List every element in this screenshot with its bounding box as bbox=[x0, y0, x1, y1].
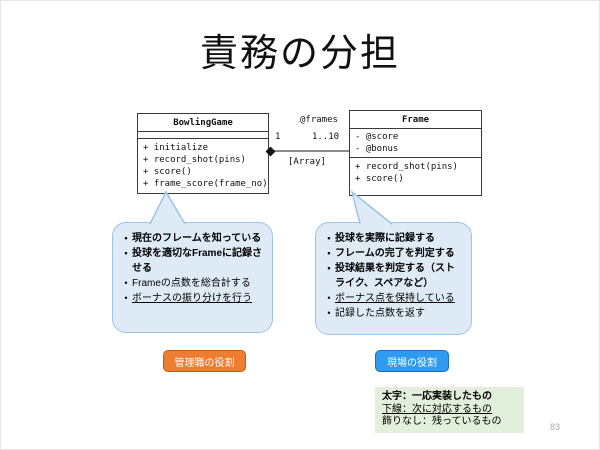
bullet-icon: • bbox=[327, 293, 331, 303]
association-role-label: @frames bbox=[300, 115, 338, 125]
bullet-icon: • bbox=[124, 248, 128, 258]
responsibility-item: • ボーナス点を保持している bbox=[323, 291, 463, 306]
class-methods: + initialize + record_shot(pins) + score()… bbox=[138, 139, 268, 193]
page-title: 責務の分担 bbox=[199, 33, 400, 75]
bullet-icon: • bbox=[327, 233, 331, 243]
class-name: BowlingGame bbox=[138, 114, 268, 132]
bullet-icon: • bbox=[124, 233, 128, 243]
responsibility-item: • フレームの完了を判定する bbox=[323, 246, 463, 261]
manager-role-label: 管理職の役割 bbox=[163, 350, 246, 372]
field-role-label: 現場の役割 bbox=[375, 350, 449, 372]
uml-class-bowlinggame: BowlingGame + initialize + record_shot(pi… bbox=[137, 113, 269, 194]
bullet-icon: • bbox=[124, 293, 128, 303]
uml-class-frame: Frame - @score - @bonus + record_shot(pin… bbox=[349, 110, 482, 196]
responsibility-item: • 投球結果を判定する（ストライク、スペアなど） bbox=[323, 261, 463, 291]
association-multiplicity-right: 1..10 bbox=[312, 132, 340, 142]
class-attributes bbox=[138, 132, 268, 139]
responsibility-item: • ボーナスの振り分けを行う bbox=[120, 291, 264, 306]
uml-method: + record_shot(pins) bbox=[355, 162, 458, 172]
uml-method: + initialize bbox=[143, 143, 209, 153]
responsibility-item: • 投球を実際に記録する bbox=[323, 231, 463, 246]
uml-attribute: - @score bbox=[355, 132, 399, 142]
callout-frame-responsibilities: • 投球を実際に記録する • フレームの完了を判定する • 投球結果を判定する（… bbox=[315, 222, 472, 335]
uml-method: + score() bbox=[355, 174, 404, 184]
responsibility-item: • 現在のフレームを知っている bbox=[120, 231, 264, 246]
page-number: 83 bbox=[550, 422, 561, 432]
uml-attribute: - @bonus bbox=[355, 144, 399, 154]
uml-method: + score() bbox=[143, 167, 192, 177]
bullet-icon: • bbox=[327, 248, 331, 258]
association-multiplicity-left: 1 bbox=[275, 132, 281, 142]
responsibility-item: • Frameの点数を総合計する bbox=[120, 276, 264, 291]
legend-line: 太字：一応実装したもの bbox=[382, 391, 492, 402]
legend-box: 太字：一応実装したもの 下線：次に対応するもの 飾りなし：残っているもの bbox=[375, 387, 524, 433]
uml-method: + frame_score(frame_no) bbox=[143, 179, 268, 189]
bullet-icon: • bbox=[327, 263, 331, 273]
association-line bbox=[271, 150, 349, 152]
legend-line: 飾りなし：残っているもの bbox=[382, 416, 502, 427]
callout-tail-left bbox=[149, 190, 186, 225]
class-name: Frame bbox=[350, 111, 481, 129]
association-note: [Array] bbox=[288, 157, 326, 167]
bullet-icon: • bbox=[124, 278, 128, 288]
class-attributes: - @score - @bonus bbox=[350, 129, 481, 158]
legend-line: 下線：次に対応するもの bbox=[382, 403, 492, 415]
bullet-icon: • bbox=[327, 308, 331, 318]
callout-bowlinggame-responsibilities: • 現在のフレームを知っている • 投球を適切なFrameに記録させる • Fr… bbox=[112, 222, 273, 333]
responsibility-item: • 記録した点数を返す bbox=[323, 306, 463, 321]
uml-method: + record_shot(pins) bbox=[143, 155, 246, 165]
responsibility-item: • 投球を適切なFrameに記録させる bbox=[120, 246, 264, 276]
callout-tail-right bbox=[350, 190, 393, 225]
class-methods: + record_shot(pins) + score() bbox=[350, 158, 481, 195]
